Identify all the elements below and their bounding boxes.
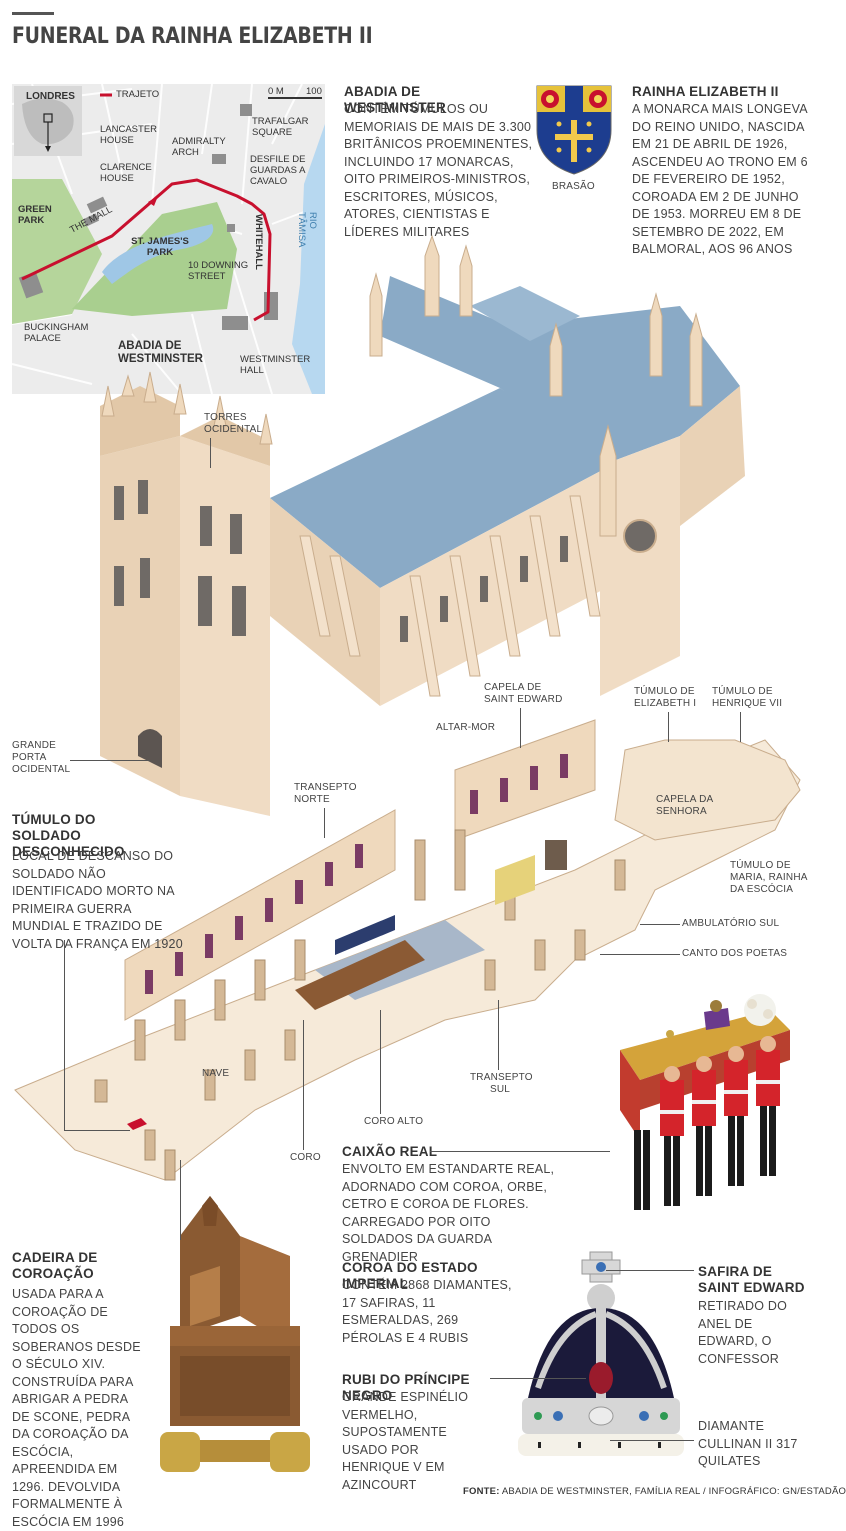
crown-heading: COROA DO ESTADO IMPERIAL [342, 1260, 478, 1291]
floor-plan-cutaway [14, 719, 805, 1210]
map-label-buckingham: BUCKINGHAM PALACE [24, 322, 89, 344]
label-lady-chapel: CAPELA DA SENHORA [656, 794, 713, 817]
abbey-illustration [80, 234, 760, 816]
ruby-heading: RUBI DO PRÍNCIPE NEGRO [342, 1372, 470, 1403]
label-choir: CORO [290, 1152, 321, 1163]
leader-st-edward [520, 708, 521, 748]
leader-tomb-henry [740, 712, 741, 742]
map-label-st-james: ST. JAMES'S PARK [131, 236, 189, 258]
footer: FONTE: ABADIA DE WESTMINSTER, FAMÍLIA RE… [463, 1486, 846, 1497]
label-south-transept: TRANSEPTO SUL [470, 1072, 533, 1095]
crest [535, 84, 613, 176]
title-rule [12, 12, 54, 15]
leader-tomb-elizabeth [668, 712, 669, 742]
footer-source-label: FONTE: [463, 1486, 500, 1497]
ruby-text: GRANDE ESPINÉLIO VERMELHO, SUPOSTAMENTE … [342, 1390, 469, 1492]
crest-label: BRASÃO [552, 181, 595, 192]
leader-high-choir [380, 1010, 381, 1114]
map-label-downing: 10 DOWNING STREET [188, 260, 249, 282]
page-title: FUNERAL DA RAINHA ELIZABETH II [12, 24, 373, 49]
map-label-clarence: CLARENCE HOUSE [100, 162, 152, 184]
coronation-chair-graphic [160, 1196, 310, 1472]
unknown-soldier-text: LOCAL DE DESCANSO DO SOLDADO NÃO IDENTIF… [12, 849, 183, 951]
label-high-altar: ALTAR-MOR [436, 722, 496, 733]
leader-choir [303, 1020, 304, 1150]
queen-heading: RAINHA ELIZABETH II [632, 84, 779, 99]
crown-text: CONTÉM 2868 DIAMANTES, 17 SAFIRAS, 11 ES… [342, 1278, 512, 1345]
leader-ruby [490, 1378, 586, 1379]
unknown-soldier-heading: TÚMULO DO SOLDADO DESCONHECIDO [12, 812, 125, 859]
leader-west-towers [210, 438, 211, 468]
queen-text: A MONARCA MAIS LONGEVA DO REINO UNIDO, N… [632, 102, 808, 256]
sapphire-heading: SAFIRA DE SAINT EDWARD [698, 1264, 805, 1295]
map-city: LONDRES [26, 91, 75, 102]
route-map: LONDRES TRAJETO 0 m 100 TRAFALGAR SQUARE… [11, 83, 326, 395]
map-graphic [11, 83, 326, 395]
map-legend-route: TRAJETO [116, 89, 160, 100]
leader-unknown-soldier-h [64, 1130, 130, 1131]
label-tomb-elizabeth: TÚMULO DE ELIZABETH I [634, 686, 697, 709]
chair-illustration [150, 1196, 326, 1486]
leader-unknown-soldier [64, 940, 65, 1130]
sapphire-text: RETIRADO DO ANEL DE EDWARD, O CONFESSOR [698, 1299, 788, 1366]
label-nave: NAVE [202, 1068, 230, 1079]
leader-north-transept [324, 808, 325, 838]
imperial-state-crown-graphic [518, 1251, 684, 1456]
coffin-illustration [600, 990, 805, 1240]
map-label-trafalgar: TRAFALGAR SQUARE [252, 116, 309, 138]
map-label-green-park: GREEN PARK [18, 204, 52, 226]
label-tomb-mary: TÚMULO DE MARIA, RAINHA DA ESCÓCIA [730, 860, 808, 895]
leader-great-west-door [70, 760, 150, 761]
map-label-abbey: ABADIA DE WESTMINSTER [118, 340, 203, 365]
footer-source-text: ABADIA DE WESTMINSTER, FAMÍLIA REAL / IN… [501, 1486, 846, 1497]
leader-sapphire [606, 1270, 694, 1271]
label-great-west-door: GRANDE PORTA OCIDENTAL [12, 740, 71, 775]
map-scale-end: 100 [306, 86, 322, 97]
label-st-edward-chapel: CAPELA DE SAINT EDWARD [484, 682, 563, 705]
chair-heading: CADEIRA DE COROAÇÃO [12, 1250, 98, 1281]
label-high-choir: CORO ALTO [364, 1116, 424, 1127]
abbey-text: CONTÉM TÚMULOS OU MEMORIAIS DE MAIS DE 3… [344, 102, 533, 239]
map-scale-start: 0 m [268, 86, 284, 97]
floor-plan-graphic [14, 719, 801, 1181]
abbey-building-graphic [100, 234, 745, 816]
label-west-towers: TORRES OCIDENTAL [204, 412, 263, 435]
leader-south-transept [498, 1000, 499, 1070]
chair-text: USADA PARA A COROAÇÃO DE TODOS OS SOBERA… [12, 1287, 141, 1529]
coffin-text: ENVOLTO EM ESTANDARTE REAL, ADORNADO COM… [342, 1162, 555, 1264]
diamond-text: DIAMANTE CULLINAN II 317 QUILATES [698, 1419, 798, 1468]
map-label-horse-guards: DESFILE DE GUARDAS A CAVALO [250, 154, 306, 187]
map-label-admiralty: ADMIRALTY ARCH [172, 136, 226, 158]
leader-poets-corner [600, 954, 680, 955]
leader-chair [180, 1160, 181, 1240]
crown-illustration [508, 1248, 694, 1468]
label-poets-corner: CANTO DOS POETAS [682, 948, 788, 959]
label-tomb-henry: TÚMULO DE HENRIQUE VII [712, 686, 783, 709]
coat-of-arms-icon [536, 85, 612, 175]
leader-diamond [610, 1440, 694, 1441]
leader-south-ambulatory [640, 924, 680, 925]
label-south-ambulatory: AMBULATÓRIO SUL [682, 918, 780, 929]
abbey-heading: ABADIA DE WESTMINSTER [344, 84, 446, 115]
map-label-westminster-hall: WESTMINSTER HALL [240, 354, 311, 376]
label-north-transept: TRANSEPTO NORTE [294, 782, 357, 805]
leader-coffin [430, 1151, 610, 1152]
coffin-heading: CAIXÃO REAL [342, 1144, 438, 1159]
map-label-lancaster: LANCASTER HOUSE [100, 124, 158, 146]
coffin-bearers-graphic [620, 994, 790, 1210]
